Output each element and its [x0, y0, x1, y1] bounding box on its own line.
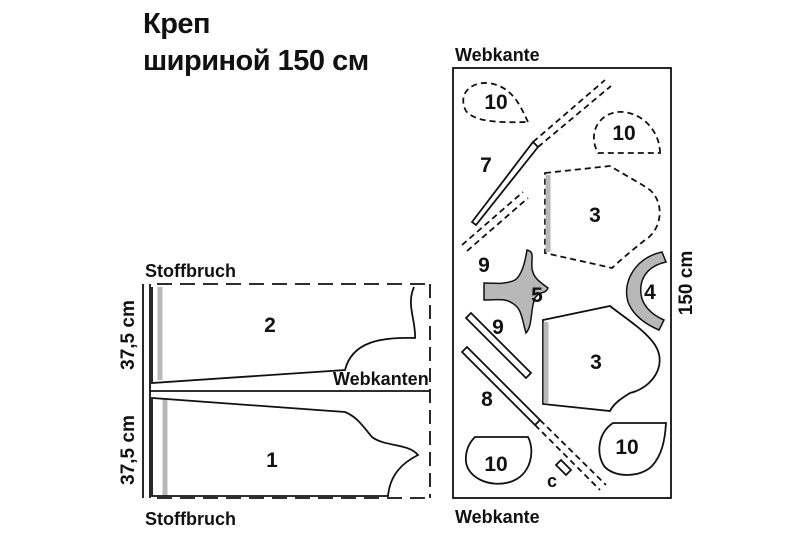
piece-8-strip-dashed [534, 419, 607, 491]
piece-3b-number: 3 [590, 351, 602, 374]
piece-c-shape [554, 458, 573, 477]
piece-c-label: c [547, 471, 557, 491]
piece-1-outline [151, 397, 420, 497]
left-layout [142, 283, 431, 499]
piece-3a-outline [544, 165, 661, 269]
piece-9b-number: 9 [492, 316, 504, 339]
width-label: 150 cm [676, 251, 697, 315]
fold-label-bottom: Stoffbruch [145, 509, 236, 529]
piece-5-shape [483, 249, 549, 335]
piece-9b-strip [464, 311, 533, 380]
piece-9a-number: 9 [478, 254, 490, 277]
piece-8-strip [460, 345, 542, 427]
piece-10d-outline [598, 422, 667, 476]
piece-10c-outline [464, 436, 533, 485]
piece-10b-number: 10 [612, 122, 635, 145]
piece-2-number: 2 [264, 314, 276, 337]
selvedge-label: Webkanten [333, 369, 429, 389]
piece-3a-number: 3 [589, 204, 601, 227]
fabric-width: шириной 150 см [143, 45, 369, 77]
piece-7-number: 7 [480, 154, 492, 177]
piece-10a-number: 10 [484, 91, 507, 114]
piece-10c-number: 10 [484, 453, 507, 476]
fabric-panel [452, 67, 672, 499]
piece-10d-number: 10 [615, 436, 638, 459]
piece-2-outline [151, 286, 416, 384]
piece-3b-outline [542, 305, 661, 412]
height-label-top: 37,5 cm [118, 300, 139, 370]
piece-9a-strip [461, 191, 529, 252]
piece-4-shape [625, 251, 668, 331]
piece-7-strip-dashed [532, 79, 612, 148]
fabric-title: Креп шириной 150 см [143, 6, 369, 80]
piece-4-number: 4 [644, 281, 656, 304]
selvedge-label-top: Webkante [455, 45, 540, 65]
piece-8-number: 8 [481, 388, 493, 411]
height-label-bottom: 37,5 cm [118, 415, 139, 485]
piece-5-number: 5 [531, 284, 543, 307]
piece-10a-outline [462, 82, 530, 124]
selvedge-label-bottom: Webkante [455, 507, 540, 527]
fold-label-top: Stoffbruch [145, 261, 236, 281]
right-layout [452, 67, 672, 499]
piece-1-number: 1 [266, 449, 278, 472]
fabric-name: Креп [143, 8, 211, 40]
